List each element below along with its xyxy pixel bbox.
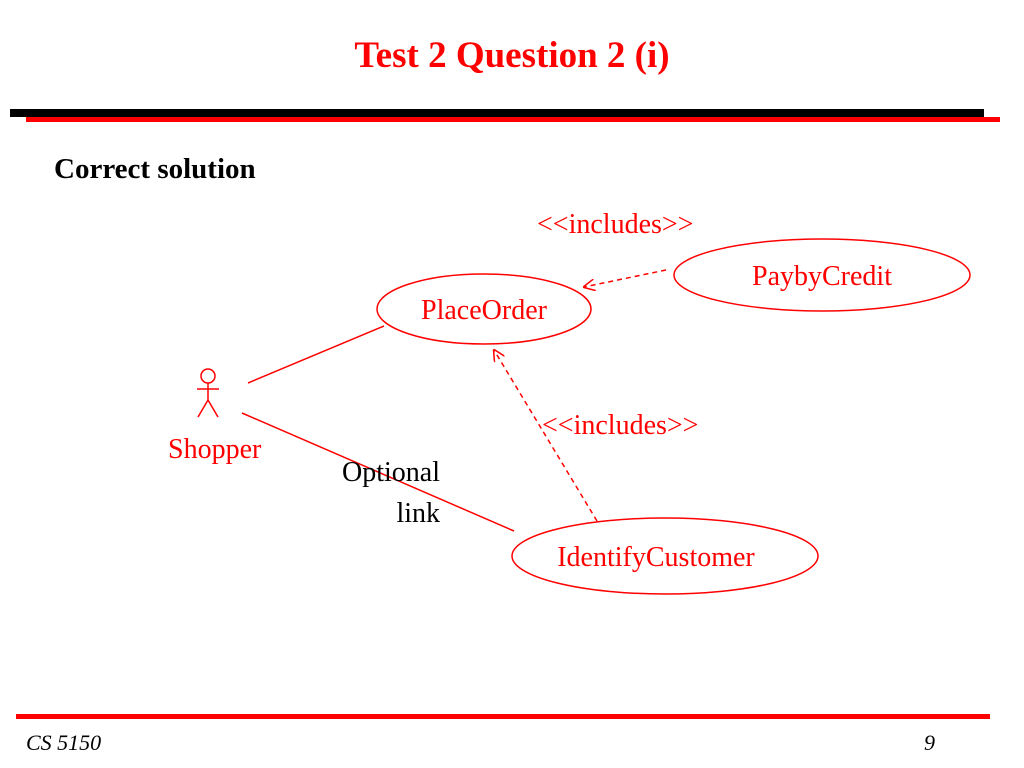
identify-customer-use-case — [511, 517, 819, 595]
place-order-use-case — [376, 273, 592, 345]
association-shopper-placeorder — [247, 325, 385, 384]
identify-customer-label: IdentifyCustomer — [557, 542, 755, 573]
title-rule-red — [26, 117, 1000, 122]
pay-by-credit-use-case — [673, 238, 971, 312]
association-shopper-identifycustomer — [241, 412, 515, 532]
includes-label-top: <<includes>> — [537, 209, 693, 240]
includes-label-middle: <<includes>> — [542, 410, 698, 441]
page-number: 9 — [924, 730, 935, 755]
slide-subtitle: Correct solution — [54, 153, 256, 185]
include-identifycustomer-placeorder — [494, 350, 598, 522]
optional-link-line2: link — [396, 498, 440, 529]
pay-by-credit-label: PaybyCredit — [752, 261, 892, 292]
shopper-actor-icon — [197, 368, 219, 418]
include-paybycredit-placeorder — [584, 269, 667, 287]
place-order-label: PlaceOrder — [421, 295, 548, 326]
course-code: CS 5150 — [26, 730, 102, 755]
shopper-label: Shopper — [168, 434, 262, 465]
optional-link-line1: Optional — [342, 457, 440, 488]
footer-rule — [16, 714, 990, 719]
title-rule-black — [10, 109, 984, 117]
slide-title: Test 2 Question 2 (i) — [354, 35, 670, 76]
